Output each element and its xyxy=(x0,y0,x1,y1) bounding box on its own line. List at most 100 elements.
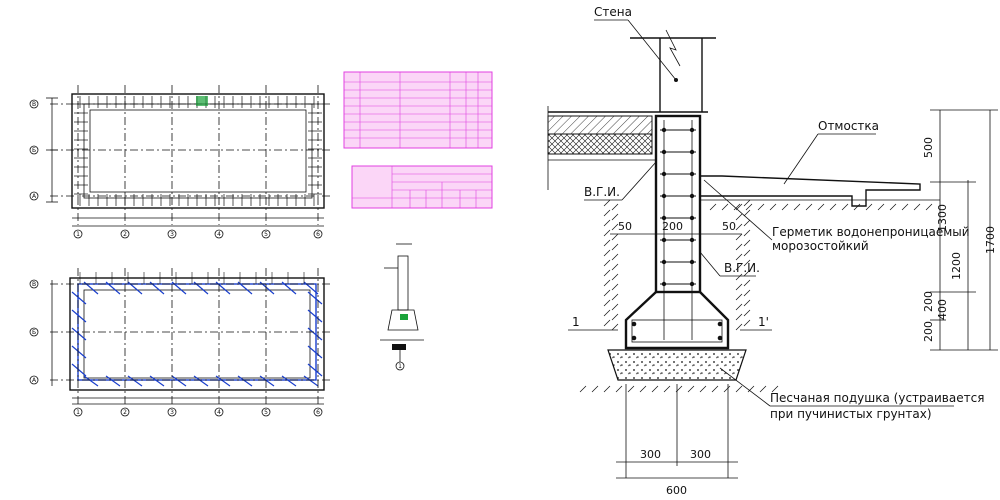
axis-num-1-bottom: 1 xyxy=(76,409,80,416)
ground-hatch xyxy=(771,385,779,393)
dim-200-upper: 200 xyxy=(922,291,935,312)
steel-summary-table xyxy=(351,165,493,209)
rebar-dot xyxy=(689,149,695,155)
plan-rebar-bar xyxy=(281,375,297,387)
ground-hatch xyxy=(877,203,885,211)
rebar-dot xyxy=(689,237,695,243)
plan-rebar-bar xyxy=(259,375,275,387)
specification-table xyxy=(343,71,493,149)
plan-rebar-bar xyxy=(71,291,87,305)
wall-label: Стена xyxy=(594,5,632,19)
ground-hatch xyxy=(743,299,751,307)
ground-hatch xyxy=(721,203,729,211)
plan-rebar-bar xyxy=(215,375,231,387)
ground-hatch xyxy=(603,289,611,297)
ground-hatch xyxy=(757,203,765,211)
sand-label-line2: при пучинистых грунтах) xyxy=(770,407,932,421)
ground-hatch xyxy=(603,229,611,237)
plan-rebar-bar xyxy=(281,281,297,295)
foundation-plan-top: В Б А 1 2 3 4 5 6 xyxy=(29,85,330,239)
sealant-label-line2: морозостойкий xyxy=(772,239,869,253)
ground-hatch xyxy=(735,303,743,311)
rebar-dot xyxy=(661,149,667,155)
plan-rebar-bar xyxy=(307,309,323,323)
detail-section-mark: 1 xyxy=(398,363,402,370)
ground-hatch xyxy=(735,273,743,281)
ground-hatch xyxy=(743,199,751,207)
dim-300-left: 300 xyxy=(640,448,661,461)
ground-hatch xyxy=(603,259,611,267)
dim-50-left: 50 xyxy=(618,220,632,233)
ground-hatch xyxy=(711,385,719,393)
ground-hatch xyxy=(611,323,619,331)
ground-hatch xyxy=(743,229,751,237)
plan-highlight-mark xyxy=(196,96,208,106)
ground-hatch xyxy=(743,209,751,217)
plan-rebar-bar xyxy=(307,291,323,305)
ground-hatch xyxy=(747,385,755,393)
ground-hatch xyxy=(603,249,611,257)
dim-500: 500 xyxy=(922,137,935,158)
axis-letter-v-bottom: В xyxy=(32,281,36,288)
rebar-dot xyxy=(689,127,695,133)
ground-hatch xyxy=(735,233,743,241)
ground-hatch xyxy=(651,385,659,393)
plan-rebar-bar xyxy=(193,375,209,387)
plan-rebar-bar xyxy=(303,375,319,387)
ground-hatch xyxy=(743,289,751,297)
sealant-label-line1: Герметик водонепроницаемый xyxy=(772,225,970,239)
axis-num-1-top: 1 xyxy=(76,231,80,238)
axis-letter-b-bottom: Б xyxy=(32,329,36,336)
ground-hatch xyxy=(735,223,743,231)
ground-hatching xyxy=(579,199,933,393)
ground-hatch xyxy=(611,233,619,241)
ground-hatch xyxy=(735,313,743,321)
dim-600: 600 xyxy=(666,484,687,497)
ground-hatch xyxy=(611,263,619,271)
ground-hatch xyxy=(743,219,751,227)
ground-hatch xyxy=(603,209,611,217)
ground-hatch xyxy=(611,313,619,321)
ground-hatch xyxy=(611,293,619,301)
rebar-dot xyxy=(661,281,667,287)
ground-hatch xyxy=(769,203,777,211)
axis-num-3-bottom: 3 xyxy=(170,409,174,416)
ground-hatch xyxy=(735,283,743,291)
plan-rebar-bar xyxy=(71,363,87,377)
axis-num-2-top: 2 xyxy=(123,231,127,238)
ground-hatch xyxy=(611,273,619,281)
axis-num-6-top: 6 xyxy=(316,231,320,238)
plan-rebar-bar xyxy=(105,281,121,295)
vgi-label-2: В.Г.И. xyxy=(724,261,760,275)
rebar-dot xyxy=(661,171,667,177)
plan-rebar-bar xyxy=(307,363,323,377)
mark-1: 1 xyxy=(572,315,580,329)
ground-hatch xyxy=(889,203,897,211)
axis-letter-a-top: А xyxy=(32,193,37,200)
dim-1700: 1700 xyxy=(984,226,997,254)
dim-1300: 1300 xyxy=(936,204,949,232)
ground-hatch xyxy=(805,203,813,211)
mark-1-prime: 1' xyxy=(758,315,769,329)
plan-rebar-bar xyxy=(307,345,323,359)
axis-letter-a-bottom: А xyxy=(32,377,37,384)
ground-hatch xyxy=(603,279,611,287)
blind-area-label: Отмостка xyxy=(818,119,879,133)
rebar-dot xyxy=(661,193,667,199)
ground-hatch xyxy=(611,203,619,211)
plan-rebar-bar xyxy=(149,375,165,387)
ground-hatch xyxy=(735,243,743,251)
ground-hatch xyxy=(611,253,619,261)
plan-rebar-bar xyxy=(105,375,121,387)
plan-rebar-lines xyxy=(71,272,323,387)
plan-rebar-bar xyxy=(237,281,253,295)
ground-hatch xyxy=(603,199,611,207)
axis-letter-b-top: Б xyxy=(32,147,36,154)
detail-footing-fill xyxy=(392,344,406,350)
ground-hatch xyxy=(925,203,933,211)
ground-hatch xyxy=(735,323,743,331)
plan-rebar-bar xyxy=(237,375,253,387)
plan-rebar-bar xyxy=(83,375,99,387)
reinforcement-plan-bottom: В Б А 1 2 3 4 5 6 xyxy=(29,268,330,417)
